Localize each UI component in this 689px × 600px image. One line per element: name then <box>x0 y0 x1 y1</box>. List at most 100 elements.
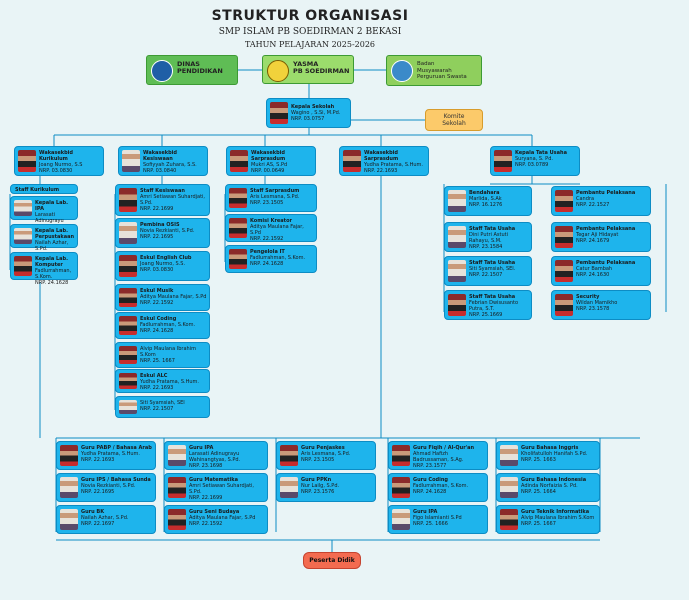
card-nrp: NRP. 03.0830 <box>140 267 174 273</box>
card-role: Guru BK <box>81 509 105 515</box>
card-nrp: NRP. 22.1695 <box>140 234 174 240</box>
peserta-didik-box: Peserta Didik <box>303 552 361 569</box>
card-nrp: NRP. 23.1577 <box>413 463 447 469</box>
person-photo <box>119 400 137 414</box>
card-role: Eskul Coding <box>140 316 177 322</box>
card-nrp: NRP. 22.1592 <box>189 521 223 527</box>
card-role: Pembantu Pelaksana <box>576 260 636 266</box>
card-name: Yudha Pratama, S.Hum. <box>140 379 199 385</box>
card-nrp: NRP. 24.1628 <box>35 280 69 286</box>
card-nrp: NRP. 22.1507 <box>469 272 503 278</box>
card-name: Fadlurrahman, S.Kom. <box>35 268 72 280</box>
card-role: Guru Bahasa Indonesia <box>521 477 587 483</box>
person-photo <box>392 477 410 498</box>
person-photo <box>229 188 247 208</box>
person-photo <box>229 249 247 269</box>
person-photo <box>229 218 247 238</box>
person-photo <box>230 150 248 172</box>
person-photo <box>14 200 32 216</box>
card-nrp: NRP. 25. 1666 <box>413 521 448 527</box>
person-photo <box>500 445 518 466</box>
card-name: Aris Lesmana, S.Pd. <box>250 194 300 200</box>
card-nrp: NRP. 25. 1667 <box>140 358 175 364</box>
card-name: Fadlurrahman, S.Kom. <box>413 483 469 489</box>
card-role: Guru Seni Budaya <box>189 509 240 515</box>
card-nrp: NRP. 25.1669 <box>469 312 503 318</box>
card-role: Pengelola IT <box>250 249 285 255</box>
card-name: Amri Setiawan Suhardjati, S.Pd. <box>189 483 255 495</box>
card-nrp: NRP. 23.1698 <box>189 463 223 469</box>
card-nrp: NRP. 25. 1664 <box>521 489 556 495</box>
person-photo <box>14 228 32 244</box>
card-name: Aditya Maulana Fajar, S.Pd <box>250 224 304 236</box>
card-role: Komisi Kreator <box>250 218 292 224</box>
person-photo <box>555 226 573 248</box>
card-role: Staff Kurikulum <box>15 187 60 193</box>
card-nrp: NRP. 22.1592 <box>250 236 284 242</box>
card-name: Nailah Azhar, S.Pd. <box>35 240 69 252</box>
card-name: Alvip Maulana Ibrahim S.Kom <box>140 346 196 358</box>
person-photo <box>448 294 466 316</box>
bmps-line3: Perguruan Swasta <box>417 74 467 80</box>
card-name: Figo Islamianti S.Pd <box>413 515 462 521</box>
yasma-line2: PB SOEDIRMAN <box>293 67 350 75</box>
card-role: Guru IPS / Bahasa Sunda <box>81 477 151 483</box>
card-nrp: NRP. 22.1699 <box>140 206 174 212</box>
person-photo <box>119 316 137 335</box>
dinas-line2: PENDIDIKAN <box>177 67 223 75</box>
card-name: Catur Bambah <box>576 266 613 272</box>
person-photo <box>18 150 36 172</box>
card-role: Bendahara <box>469 190 500 196</box>
card-name: Mukri AS, S.Pd <box>251 162 288 168</box>
card-nrp: NRP. 22.1693 <box>364 168 398 174</box>
card-role: Guru Matematika <box>189 477 238 483</box>
card-role: Guru Penjaskes <box>301 445 345 451</box>
person-photo <box>280 445 298 466</box>
person-photo <box>168 477 186 498</box>
person-photo <box>555 294 573 316</box>
card-name: Alvip Maulana Ibrahim S.Kom <box>521 515 595 521</box>
card-role: Wakasekbid Sarprasdum <box>251 150 286 162</box>
komite-sekolah-box: Komite Sekolah <box>425 109 483 131</box>
card-role: Guru Teknik Informatika <box>521 509 590 515</box>
card-name: Nailah Azhar, S.Pd. <box>81 515 129 521</box>
card-role: Kepala Tata Usaha <box>515 150 567 156</box>
card-nrp: NRP. 23.1578 <box>576 306 610 312</box>
card-role: Guru Fiqih / Al-Qur'an <box>413 445 475 451</box>
card-role: Staff Sarprasdum <box>250 188 300 194</box>
card-name: Novia Rezkianti, S.Pd. <box>140 228 195 234</box>
card-role: Kepala Lab. Perpustakaan <box>35 228 75 240</box>
card-role: Guru IPA <box>189 445 214 451</box>
person-photo <box>448 226 466 248</box>
card-role: Staff Tata Usaha <box>469 260 516 266</box>
card-name: Amri Setiawan Suhardjati, S.Pd. <box>140 194 206 206</box>
card-role: Guru PPKn <box>301 477 332 483</box>
card-nrp: NRP. 24.1628 <box>140 328 174 334</box>
person-photo <box>119 255 137 277</box>
person-photo <box>280 477 298 498</box>
card-nrp: NRP. 22.1699 <box>189 495 223 501</box>
card-nrp: NRP. 23.1505 <box>250 200 284 206</box>
card-nrp: NRP. 22.1697 <box>81 521 115 527</box>
card-name: Dini Putri Astuti Rahayu, S.M. <box>469 232 508 244</box>
